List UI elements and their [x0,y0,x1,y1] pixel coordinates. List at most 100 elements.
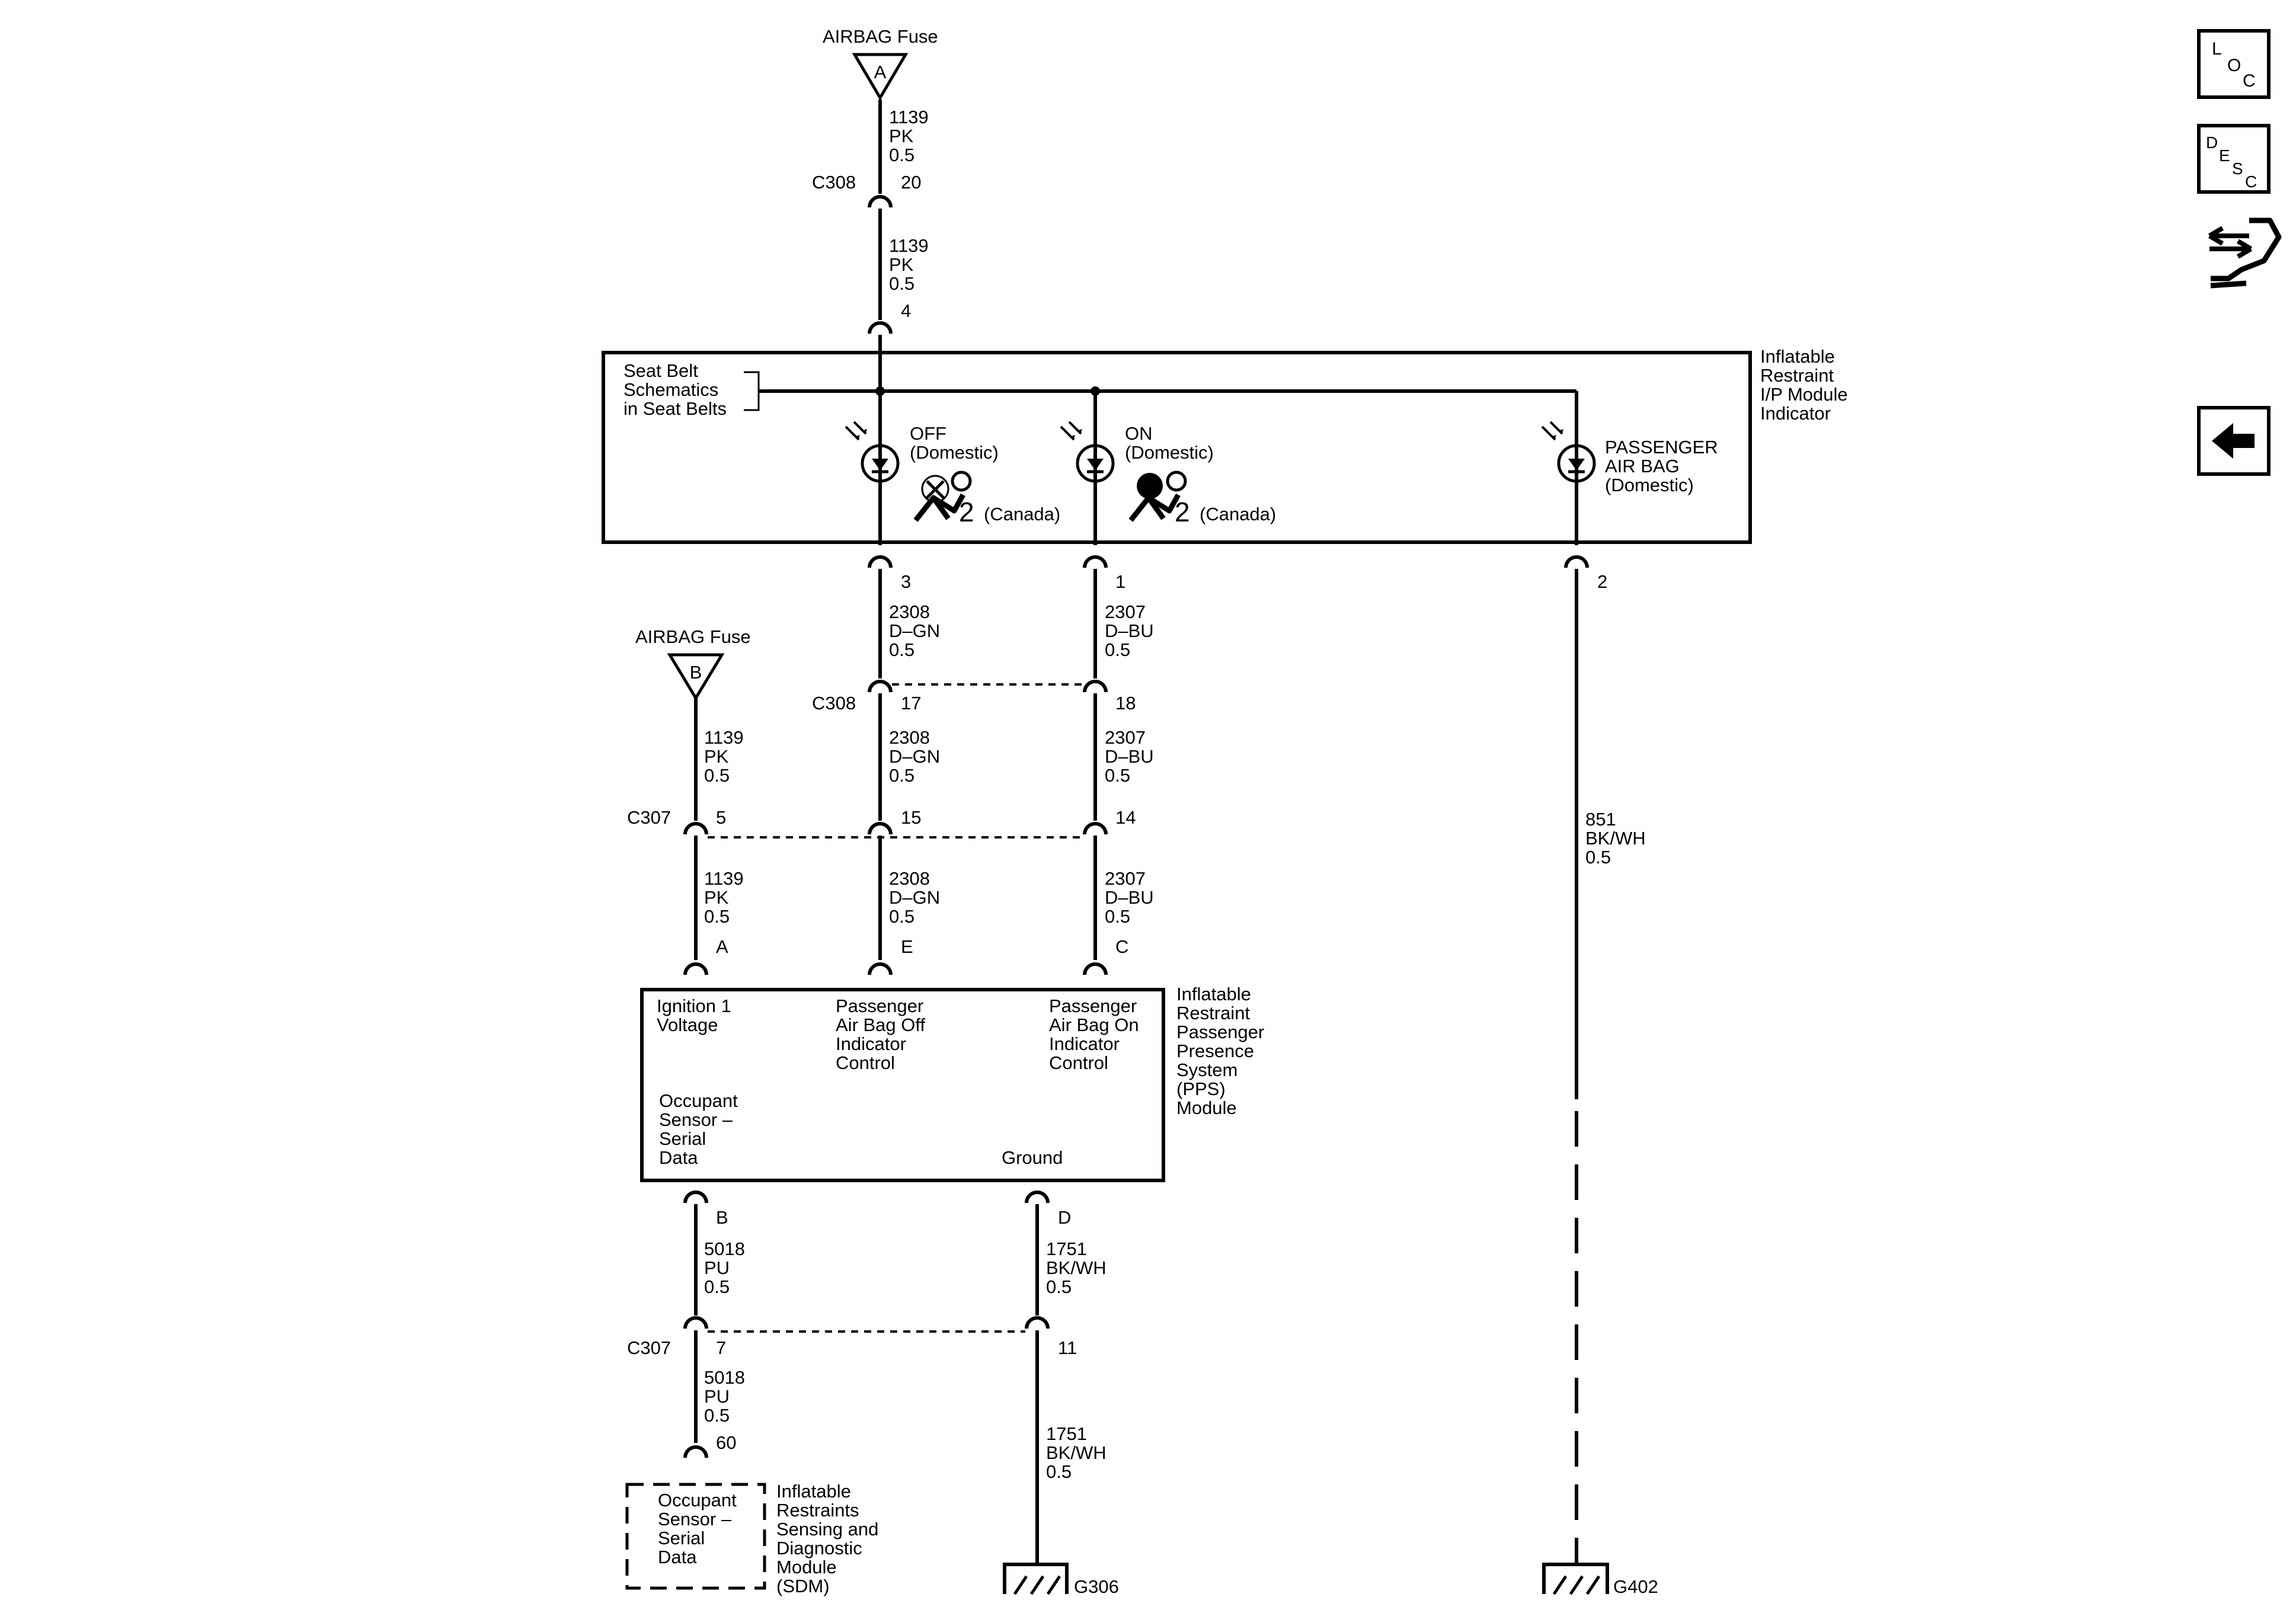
c307-top-pin-on: 14 [1115,807,1136,828]
sdm-name-5: Module [776,1557,837,1577]
c308-mid-name: C308 [812,693,856,713]
sdm-name-3: Sensing and [776,1519,878,1540]
pps-pin-b: B [716,1207,728,1228]
connector-terminal-3 [868,555,893,568]
connector-terminal-16 [683,1316,708,1329]
wire-label-on-1-3: 0.5 [1105,639,1130,660]
wire-label-top-1-1: 1139 [889,107,929,127]
wire-label-gnd-2-2: BK/WH [1046,1442,1107,1463]
wire-label-ign-1-2: PK [704,746,729,767]
ip-module-name-3: I/P Module [1760,384,1848,405]
splice-on [1091,386,1100,396]
wire-label-off-3-1: 2308 [889,868,930,889]
svg-text:E: E [2219,146,2230,165]
fuse-b-title: AIRBAG Fuse [635,626,751,647]
loc-button-frame[interactable] [2197,29,2271,99]
connector-terminal-6 [868,680,893,693]
connector-terminals [683,195,1589,1458]
sdm-name-6: (SDM) [776,1576,830,1596]
seatbelt-line-2: Schematics [623,379,718,400]
wire-label-pab-3: 0.5 [1585,847,1611,868]
pin-on-out: 1 [1115,571,1125,592]
sdm-name-2: Restraints [776,1500,859,1521]
on-canada-label: (Canada) [1200,504,1276,524]
pin-pab-out: 2 [1597,571,1607,592]
wire-label-off-2-1: 2308 [889,727,930,748]
svg-text:D: D [2206,133,2218,152]
sdm-box [625,1483,766,1590]
wire-label-pab-2: BK/WH [1585,828,1646,849]
fuse-a-symbol [852,53,909,101]
c308-top-pin: 20 [901,172,921,193]
svg-text:O: O [2227,56,2241,75]
connector-terminal-9 [868,822,893,835]
connector-terminal-4 [1083,555,1108,568]
wire-label-top-2-1: 1139 [889,235,929,256]
fuse-a: AIRBAG Fuse A [823,26,938,101]
connector-end-view-button[interactable] [2208,217,2282,289]
pps-off-4: Control [836,1052,895,1073]
seatbelt-line-1: Seat Belt [623,360,698,381]
desc-button-frame[interactable] [2197,124,2271,194]
pps-name-5: System [1176,1060,1237,1080]
fuse-a-title: AIRBAG Fuse [823,26,938,47]
wire-label-off-2-2: D–GN [889,746,940,767]
pps-name-6: (PPS) [1176,1078,1226,1099]
wires [694,100,1578,1564]
wire-label-ign-1-3: 0.5 [704,765,730,786]
off-indicator-label: OFF [910,423,946,444]
connector-terminal-13 [1083,962,1108,975]
svg-text:L: L [2212,39,2222,59]
wire-label-top-1-2: PK [889,126,914,146]
desc-icon: D E S C [2206,133,2257,191]
ground-g306-hatch [1013,1575,1061,1595]
c308-top-name: C308 [812,172,856,193]
pps-module: Inflatable Restraint Passenger Presence … [640,984,1264,1182]
connector-terminal-11 [683,962,708,975]
c308-mid-pin-off: 17 [901,693,921,713]
connector-links [708,683,1083,1333]
wire-label-gnd-2-1: 1751 [1046,1423,1087,1444]
connector-terminal-10 [1083,822,1108,835]
wire-label-on-3-1: 2307 [1105,868,1146,889]
loc-button[interactable]: L O C [2197,29,2271,99]
pps-name-1: Inflatable [1176,984,1251,1004]
pps-on-1: Passenger [1049,996,1137,1016]
on-indicator-label: ON [1125,423,1153,444]
sdm-inner-2: Sensor – [658,1509,732,1529]
on-indicator-sub: (Domestic) [1125,442,1214,463]
wire-label-ign-2-3: 0.5 [704,906,730,927]
fuse-b: AIRBAG Fuse B [635,626,751,701]
ip-module-name-1: Inflatable [1760,346,1835,367]
pps-module-box [640,988,1165,1182]
connector-labels: C308 20 4 3 1 2 C308 17 18 C307 5 15 14 … [627,172,1607,1453]
wire-label-top-2-3: 0.5 [889,273,914,294]
wire-label-ser-1-2: PU [704,1257,730,1278]
airbag-on-icon [1128,471,1187,522]
c308-mid-pin-on: 18 [1115,693,1136,713]
lamp-pab-icon [1541,421,1596,483]
svg-text:S: S [2232,159,2243,178]
ip-module-name-2: Restraint [1760,365,1834,386]
lamp-off-icon [845,421,900,483]
connector-terminal-1 [868,195,893,208]
wire-label-on-2-2: D–BU [1105,746,1154,767]
wire-label-ign-2-2: PK [704,887,729,908]
wire-label-ser-2-2: PU [704,1386,730,1407]
pps-on-4: Control [1049,1052,1108,1073]
wire-label-top-1-3: 0.5 [889,145,914,165]
desc-button[interactable]: D E S C [2197,124,2271,194]
c307-bot-pin-ser: 7 [716,1337,726,1358]
ground-g306: G306 [1003,1563,1119,1597]
back-button[interactable] [2197,406,2271,476]
wire-label-off-2-3: 0.5 [889,765,914,786]
pps-occ-1: Occupant [659,1090,738,1111]
lamp-on-icon [1060,421,1115,483]
wire-label-ser-1-1: 5018 [704,1238,745,1259]
wire-label-gnd-1-1: 1751 [1046,1238,1087,1259]
pps-ground: Ground [1002,1147,1063,1168]
wire-label-on-1-2: D–BU [1105,620,1154,641]
ground-g402: G402 [1542,1563,1658,1597]
pps-on-3: Indicator [1049,1033,1120,1054]
